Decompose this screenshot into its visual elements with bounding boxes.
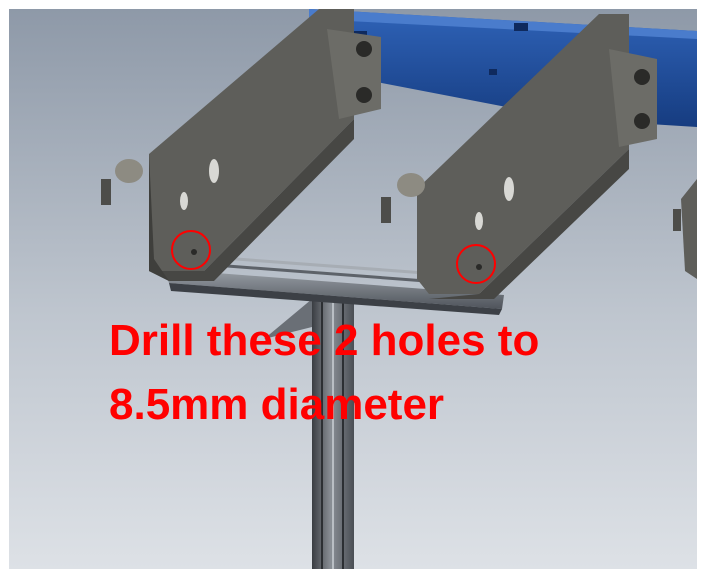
instruction-line-1: Drill these 2 holes to [109,316,540,365]
vertical-post [264,299,354,569]
left-bracket [101,9,381,281]
assembly-illustration [9,9,697,569]
right-bracket [381,14,657,299]
highlight-circle-left [171,230,211,270]
partial-bracket [673,179,697,279]
highlight-circle-right [456,244,496,284]
cad-render [9,9,697,569]
instruction-line-2: 8.5mm diameter [109,380,445,429]
